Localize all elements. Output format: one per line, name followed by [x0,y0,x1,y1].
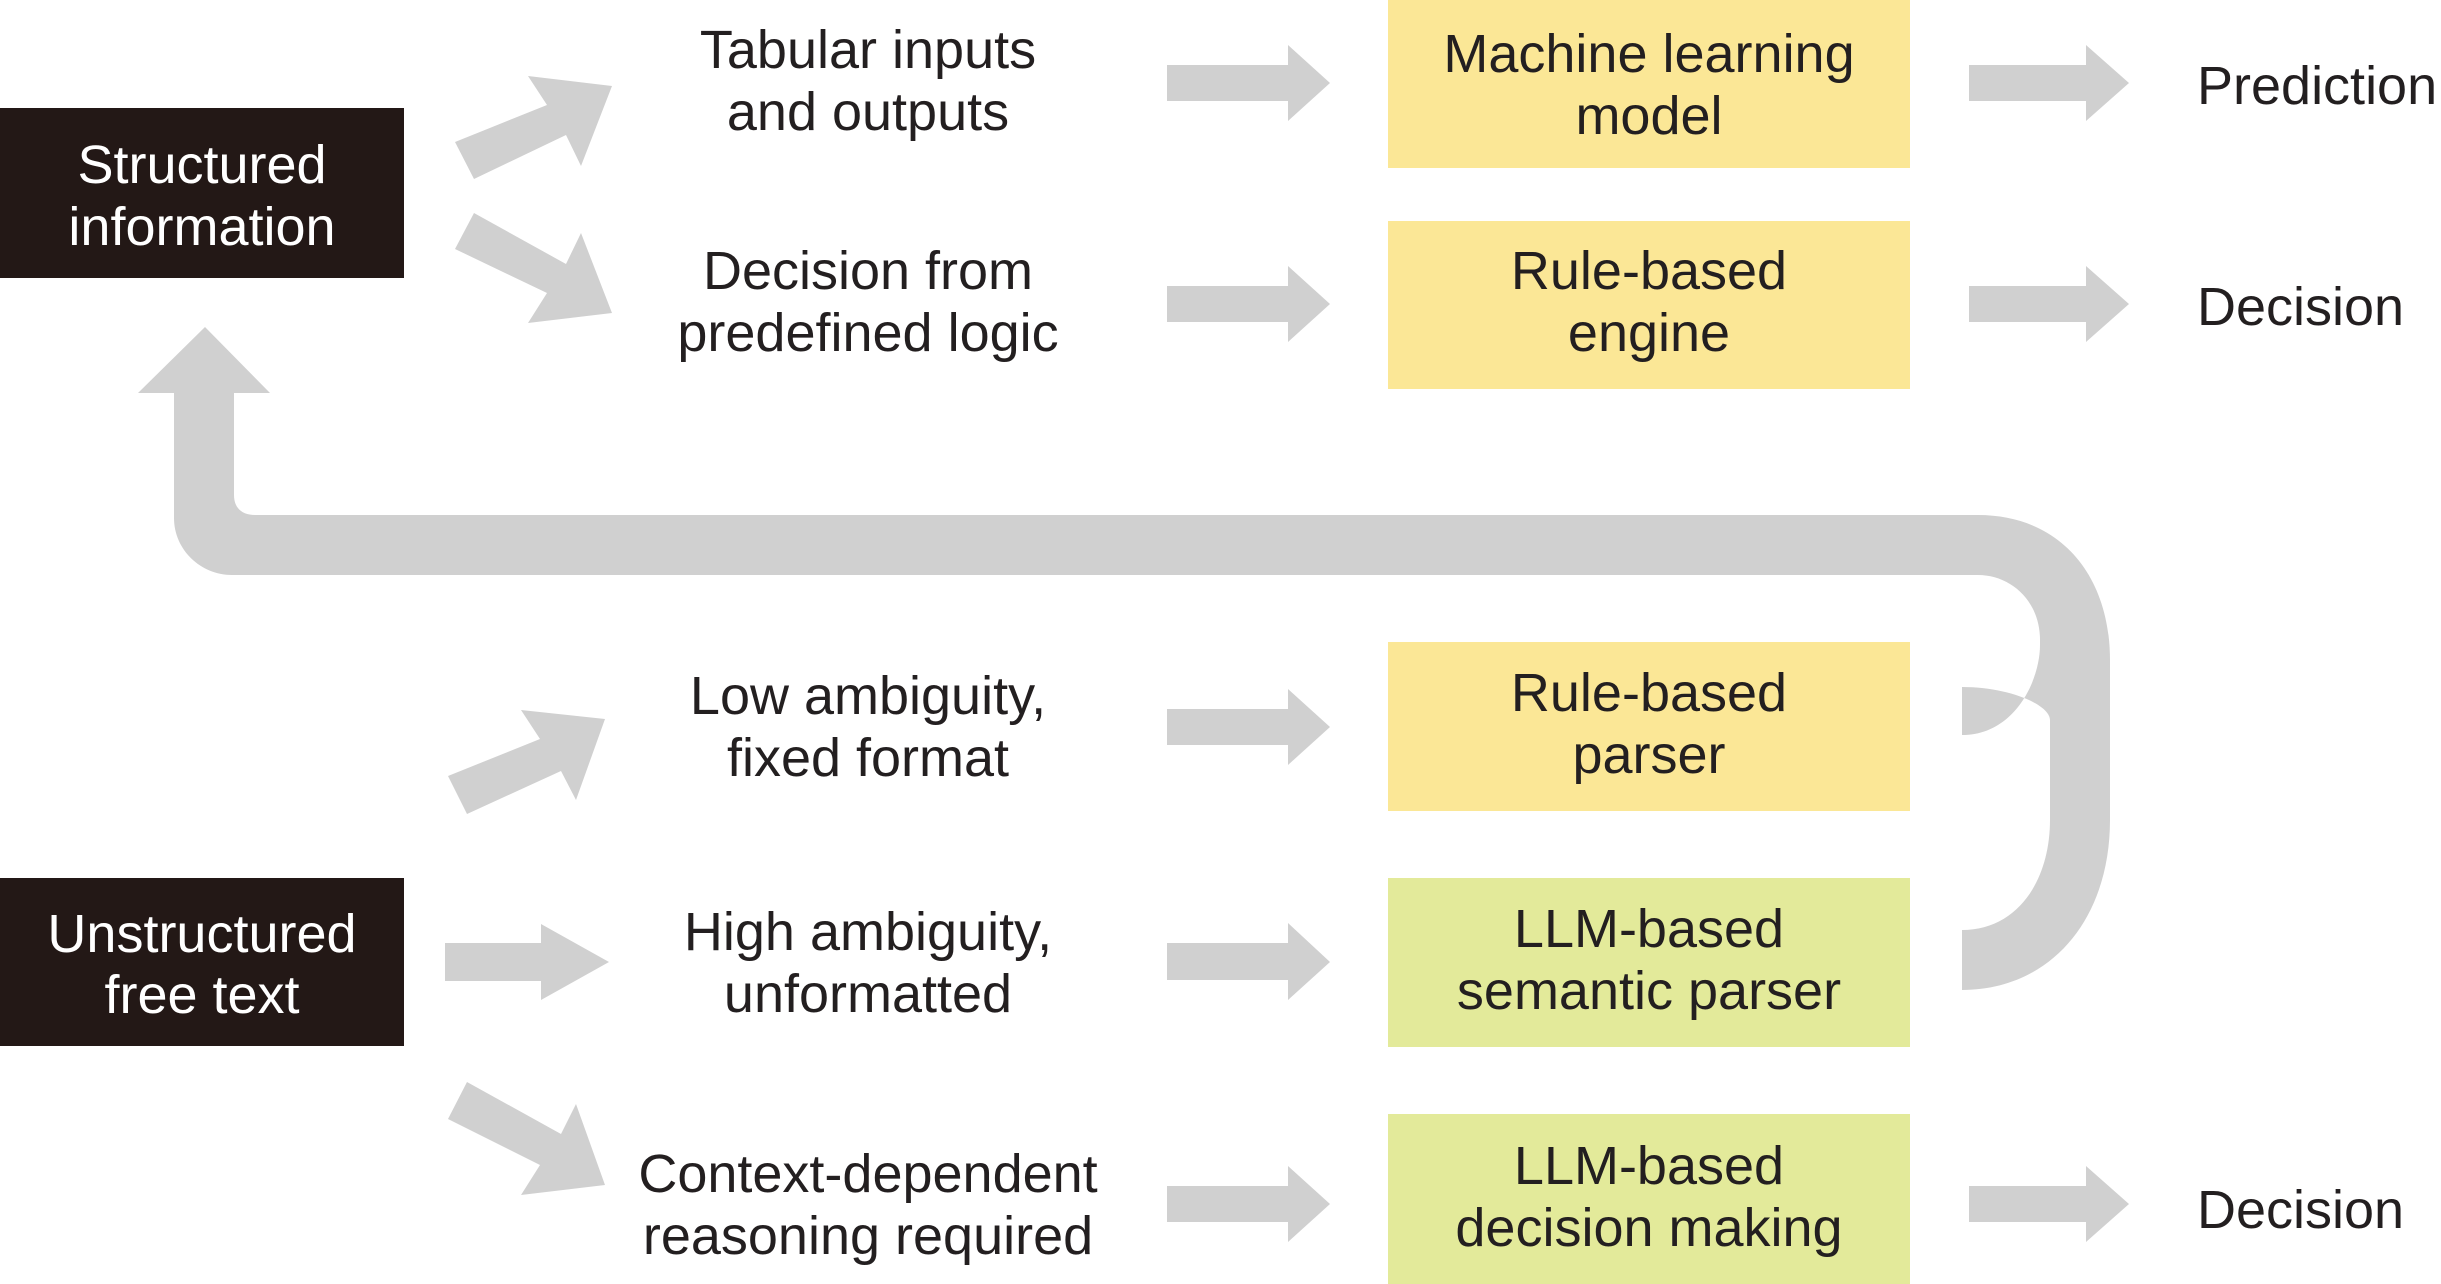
low-ambiguity-label: Low ambiguity, fixed format [690,666,1046,788]
llm-decision-line-1: LLM-based [1514,1136,1784,1196]
decision-logic-label: Decision from predefined logic [677,241,1058,363]
decision-logic-line-2: predefined logic [677,303,1058,363]
arrow-structured-to-tabular [455,76,612,179]
arrow-high-to-llm-parser [1167,923,1330,1000]
tabular-label: Tabular inputs and outputs [700,20,1036,142]
structured-line-1: Structured [77,135,326,195]
llm-decision-line-2: decision making [1455,1198,1842,1258]
context-line-2: reasoning required [643,1206,1093,1266]
tabular-line-2: and outputs [727,82,1009,142]
decision-output-bottom: Decision [2197,1180,2404,1240]
llm-parser-line-1: LLM-based [1514,899,1784,959]
low-ambiguity-line-1: Low ambiguity, [690,666,1046,726]
context-dependent-label: Context-dependent reasoning required [638,1144,1097,1266]
unstructured-line-2: free text [104,965,299,1025]
rule-parser-line-2: parser [1572,725,1725,785]
tabular-line-1: Tabular inputs [700,20,1036,80]
llm-decision-node: LLM-based decision making [1388,1114,1910,1284]
unstructured-line-1: Unstructured [47,904,356,964]
prediction-output: Prediction [2197,56,2437,116]
arrow-structured-to-decision-logic [455,213,612,323]
high-ambiguity-line-2: unformatted [724,964,1012,1024]
llm-parser-box [1388,878,1910,1047]
ml-model-box [1388,0,1910,168]
high-ambiguity-label: High ambiguity, unformatted [684,902,1052,1024]
rule-parser-line-1: Rule-based [1511,663,1787,723]
arrow-context-to-llm-decision [1167,1166,1330,1242]
ml-model-line-1: Machine learning [1443,24,1854,84]
rule-engine-line-1: Rule-based [1511,241,1787,301]
rule-engine-box [1388,221,1910,389]
rule-engine-line-2: engine [1568,303,1730,363]
rule-parser-node: Rule-based parser [1388,642,1910,811]
unstructured-free-text-node: Unstructured free text [0,878,404,1046]
rule-parser-box [1388,642,1910,811]
structured-line-2: information [68,197,335,257]
arrow-unstructured-to-high-ambiguity [445,924,609,1000]
structured-information-box [0,108,404,278]
context-line-1: Context-dependent [638,1144,1097,1204]
ml-model-line-2: model [1575,86,1722,146]
arrows [138,45,2129,1242]
high-ambiguity-line-1: High ambiguity, [684,902,1052,962]
llm-decision-box [1388,1114,1910,1284]
arrow-tabular-to-ml [1167,45,1330,121]
llm-parser-node: LLM-based semantic parser [1388,878,1910,1047]
arrow-ml-to-prediction [1969,45,2129,121]
decision-output-top: Decision [2197,277,2404,337]
low-ambiguity-line-2: fixed format [727,728,1009,788]
decision-logic-line-1: Decision from [703,241,1033,301]
arrow-unstructured-to-context [448,1082,605,1195]
arrow-engine-to-decision [1969,266,2129,342]
arrow-logic-to-engine [1167,266,1330,342]
ml-model-node: Machine learning model [1388,0,1910,168]
rule-engine-node: Rule-based engine [1388,221,1910,389]
arrow-low-to-rule-parser [1167,689,1330,765]
llm-parser-line-2: semantic parser [1457,961,1841,1021]
arrow-unstructured-to-low-ambiguity [448,710,605,814]
arrow-llm-decision-to-decision [1969,1166,2129,1242]
structured-information-node: Structured information [0,108,404,278]
unstructured-free-text-box [0,878,404,1046]
